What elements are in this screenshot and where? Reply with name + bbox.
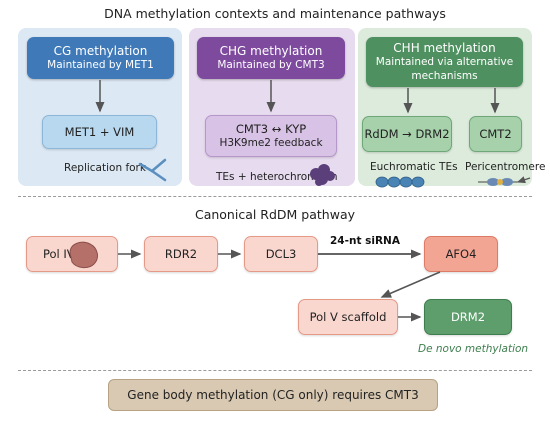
chg-header-subtitle: Maintained by CMT3 [217,58,325,71]
euchromatic-tes-label: Euchromatic TEs [370,161,458,173]
replication-fork-label: Replication fork [64,162,146,174]
afo4-to-pol-v-arrow [380,271,441,298]
section-divider-top [18,196,532,197]
h3k9me2-feedback-text: H3K9me2 feedback [219,136,323,149]
pericentromere-label: Pericentromere [465,161,546,173]
rddm-drm2-box: RdDM → DRM2 [362,116,452,152]
pol-v-scaffold-box: Pol V scaffold [298,299,398,335]
page-title: DNA methylation contexts and maintenance… [104,6,446,21]
cmt2-box: CMT2 [469,116,522,152]
de-novo-methylation-label: De novo methylation [418,343,529,355]
section-divider-bottom [18,370,532,371]
tes-heterochromatin-label: TEs + heterochromatin [216,171,338,183]
cg-header-subtitle: Maintained by MET1 [47,58,154,71]
heterochromatin-icon [310,164,335,186]
pol-iv-enzyme-icon [69,241,98,269]
afo4-box: AFO4 [424,236,498,272]
cmt3-kyp-box: CMT3 ↔ KYP H3K9me2 feedback [205,115,337,157]
drm2-box: DRM2 [424,299,512,335]
rdr2-box: RDR2 [144,236,218,272]
met1-vim-box: MET1 + VIM [42,115,157,149]
replication-fork-icon [138,158,167,182]
chh-methylation-header: CHH methylation Maintained via alternati… [366,37,523,87]
chh-header-subtitle-1: Maintained via alternative [375,56,514,69]
chg-header-title: CHG methylation [219,43,323,58]
chromosome-icon [478,176,531,186]
pol-iv-label: Pol IV [43,246,75,261]
cg-methylation-header: CG methylation Maintained by MET1 [27,37,174,79]
chh-header-title: CHH methylation [393,41,496,56]
gene-body-methylation-footer: Gene body methylation (CG only) requires… [108,379,438,411]
chg-methylation-header: CHG methylation Maintained by CMT3 [197,37,345,79]
nucleosome-icon [375,176,425,188]
pol-iv-box: Pol IV [26,236,118,272]
cg-header-title: CG methylation [53,43,148,58]
chh-header-subtitle-2: mechanisms [411,69,478,82]
rddm-pathway-title: Canonical RdDM pathway [194,207,356,222]
sirna-label: 24-nt siRNA [330,235,400,247]
cmt3-kyp-text: CMT3 ↔ KYP [235,122,307,137]
dcl3-box: DCL3 [244,236,318,272]
